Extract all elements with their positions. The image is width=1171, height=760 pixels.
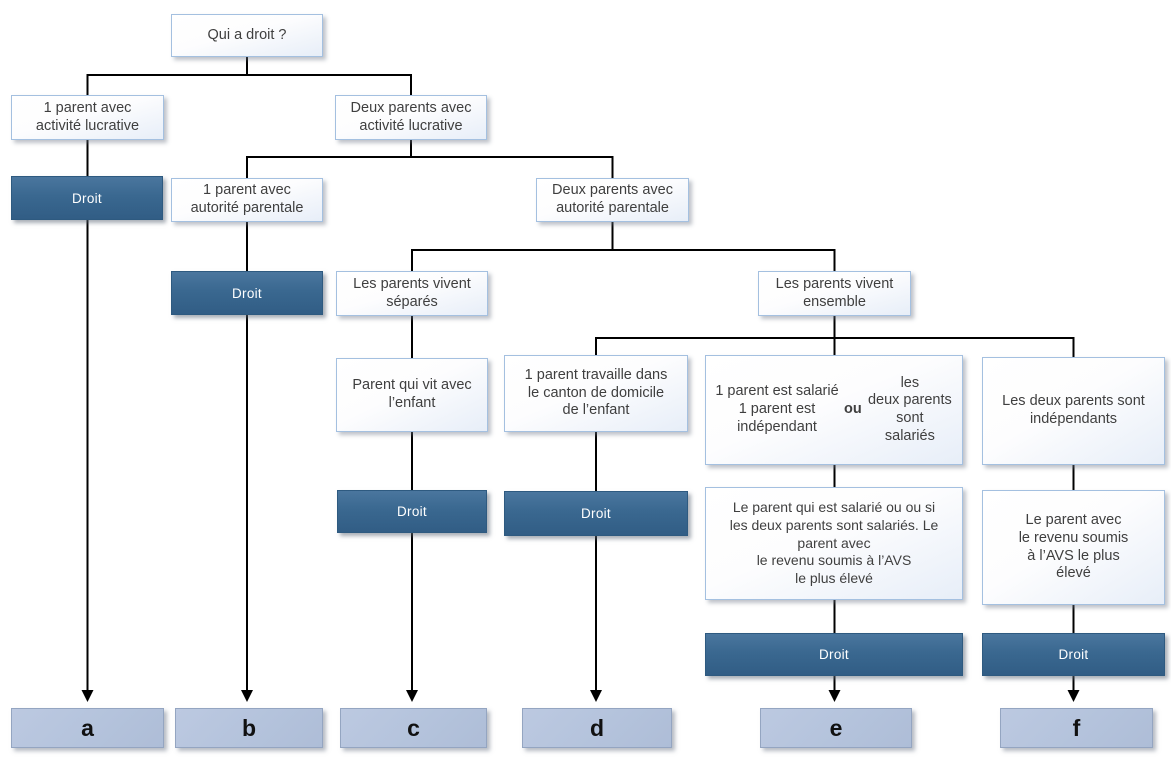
droit-box-b: Droit bbox=[171, 271, 323, 315]
outcome-box-c: c bbox=[340, 708, 487, 748]
node-parent-travaille-canton-domicile: 1 parent travaille dans le canton de dom… bbox=[504, 355, 688, 432]
droit-box-f: Droit bbox=[982, 633, 1165, 676]
outcome-box-e: e bbox=[760, 708, 912, 748]
node-text-bold-ou: ou bbox=[844, 401, 862, 418]
node-parent-salarie-revenu-avs: Le parent qui est salarié ou ou si les d… bbox=[705, 487, 963, 600]
droit-box-c: Droit bbox=[337, 490, 487, 533]
node-parent-revenu-avs-eleve: Le parent avec le revenu soumis à l’AVS … bbox=[982, 490, 1165, 605]
node-deux-parents-autorite-parentale: Deux parents avec autorité parentale bbox=[536, 178, 689, 222]
node-parents-vivent-ensemble: Les parents vivent ensemble bbox=[758, 271, 911, 316]
node-deux-parents-activite-lucrative: Deux parents avec activité lucrative bbox=[335, 95, 487, 140]
node-text: 1 parent est salarié 1 parent est indépe… bbox=[715, 383, 839, 435]
node-deux-parents-independants: Les deux parents sont indépendants bbox=[982, 357, 1165, 465]
droit-box-e: Droit bbox=[705, 633, 963, 676]
node-one-parent-activite-lucrative: 1 parent avec activité lucrative bbox=[11, 95, 164, 140]
node-one-parent-autorite-parentale: 1 parent avec autorité parentale bbox=[171, 178, 323, 222]
droit-box-d: Droit bbox=[504, 491, 688, 536]
outcome-box-a: a bbox=[11, 708, 164, 748]
node-parents-vivent-separes: Les parents vivent séparés bbox=[336, 271, 488, 316]
droit-box-a: Droit bbox=[11, 176, 163, 220]
outcome-box-b: b bbox=[175, 708, 323, 748]
outcome-box-f: f bbox=[1000, 708, 1153, 748]
node-qui-a-droit: Qui a droit ? bbox=[171, 14, 323, 57]
node-parent-salarie-ou-independant: 1 parent est salarié 1 parent est indépe… bbox=[705, 355, 963, 465]
node-text: les deux parents sont salariés bbox=[867, 374, 952, 444]
node-parent-vit-avec-enfant: Parent qui vit avec l’enfant bbox=[336, 358, 488, 432]
outcome-box-d: d bbox=[522, 708, 672, 748]
